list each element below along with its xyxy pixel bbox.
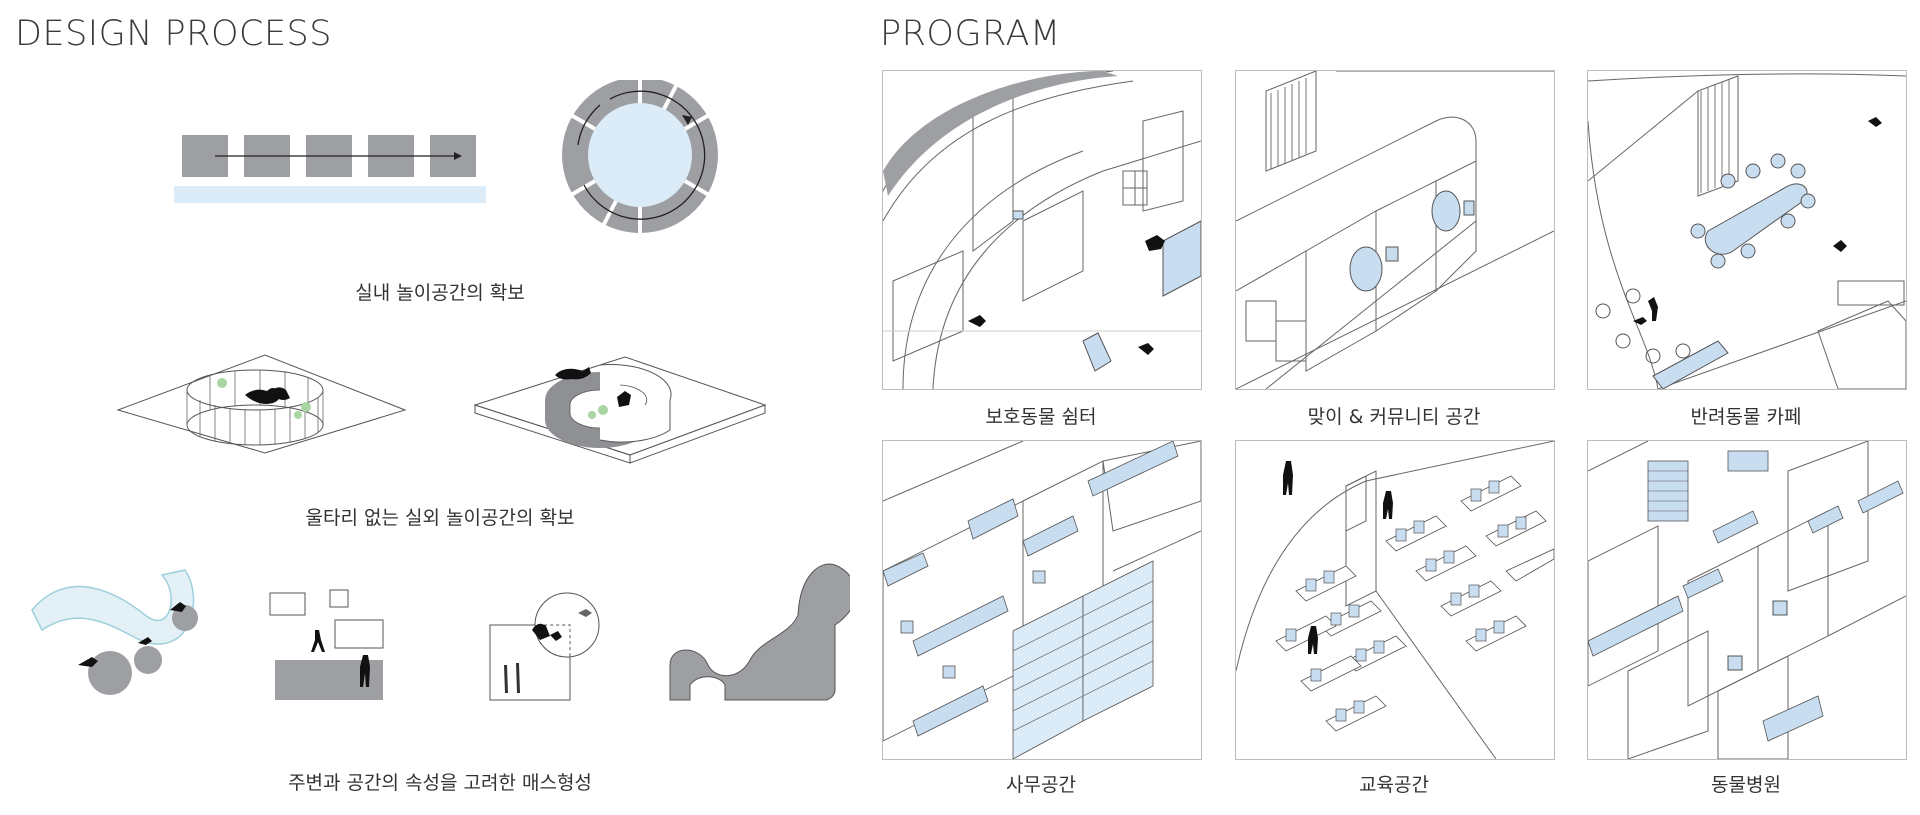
massing-diagram <box>31 563 850 701</box>
program-tile-community <box>1235 70 1555 390</box>
open-yard-diagram <box>473 356 767 464</box>
education-isometric-drawing <box>1236 441 1554 759</box>
program-label-shelter: 보호동물 쉼터 <box>985 406 1097 428</box>
program-tile-education <box>1235 440 1555 760</box>
blob-mass-diagram <box>669 563 850 701</box>
shelter-isometric-drawing <box>883 71 1201 389</box>
step-1-caption: 실내 놀이공간의 확보 <box>355 282 525 304</box>
activity-boxes-diagram <box>269 589 384 700</box>
community-isometric-drawing <box>1236 71 1554 389</box>
indoor-play-space-diagram <box>174 80 718 235</box>
context-flow-diagram <box>31 569 198 695</box>
program-label-community: 맞이 & 커뮤니티 공간 <box>1307 406 1481 428</box>
enclosed-gathering-diagram <box>489 592 600 701</box>
program-label-education: 교육공간 <box>1359 774 1429 796</box>
hospital-isometric-drawing <box>1588 441 1906 759</box>
program-label-pet-cafe: 반려동물 카페 <box>1690 406 1802 428</box>
fenced-yard-diagram <box>116 354 407 454</box>
pet-cafe-isometric-drawing <box>1588 73 1906 389</box>
program-tile-shelter <box>882 70 1202 390</box>
program-tile-office <box>882 440 1202 760</box>
step-2-caption: 울타리 없는 실외 놀이공간의 확보 <box>305 507 575 529</box>
program-label-hospital: 동물병원 <box>1711 774 1781 796</box>
design-process-title: DESIGN PROCESS <box>15 14 332 54</box>
program-tile-pet-cafe <box>1587 70 1907 390</box>
program-title: PROGRAM <box>880 14 1061 54</box>
ring-mass-diagram <box>562 80 718 235</box>
step-3-caption: 주변과 공간의 속성을 고려한 매스형성 <box>288 772 592 794</box>
program-label-office: 사무공간 <box>1006 774 1076 796</box>
office-isometric-drawing <box>883 441 1201 759</box>
linear-mass-diagram <box>174 135 486 203</box>
program-tile-hospital <box>1587 440 1907 760</box>
outdoor-play-space-diagram <box>116 354 767 464</box>
